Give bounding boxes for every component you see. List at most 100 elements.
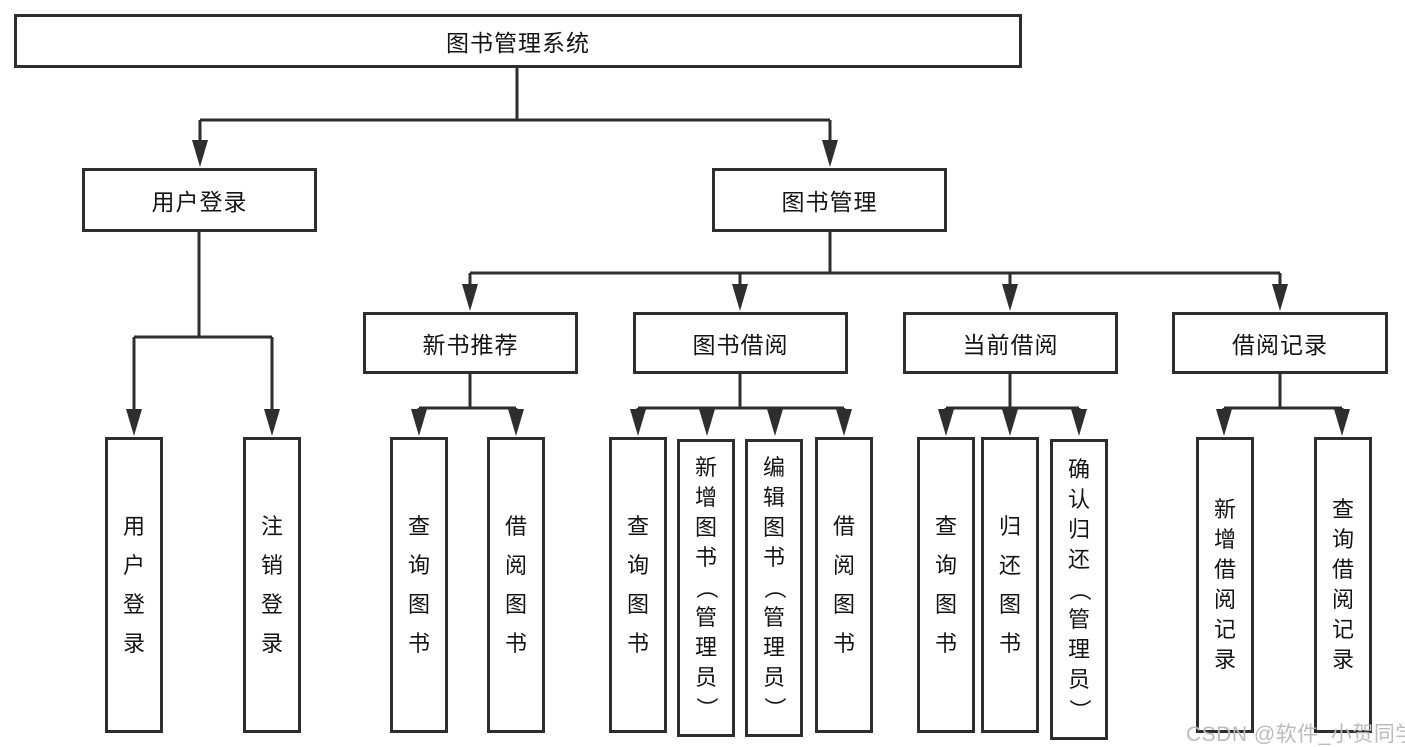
leaf-confirm-return-admin: 确认归还 （ 管理员 ）	[1050, 439, 1108, 740]
vertical-char: 归	[998, 513, 1021, 539]
leaf-add-borrow-record: 新增借阅记录	[1196, 437, 1254, 733]
csdn-watermark: CSDN @软件_小贺同学	[1186, 723, 1405, 746]
vertical-char: 录	[122, 630, 145, 656]
leaf-query-books-borrow: 查询图书	[609, 437, 667, 733]
vertical-char: 员	[1067, 666, 1090, 692]
vertical-char: 书	[762, 545, 785, 570]
vertical-char: 书	[934, 630, 957, 656]
vertical-char: 注	[260, 513, 283, 539]
vertical-char: 还	[998, 552, 1021, 578]
vertical-char: ）	[761, 696, 787, 720]
leaf-edit-books-admin: 编辑图书 （ 管理员 ）	[745, 439, 803, 737]
vertical-char: 借	[832, 513, 855, 539]
vertical-char: 增	[1213, 527, 1236, 552]
vertical-char: 查	[934, 513, 957, 539]
vertical-char: 录	[1213, 647, 1236, 672]
node-borrowing-records: 借阅记录	[1172, 312, 1388, 374]
vertical-char: 理	[694, 635, 717, 660]
vertical-char: 书	[407, 630, 430, 656]
vertical-char: 书	[504, 630, 527, 656]
vertical-char: 登	[260, 591, 283, 617]
vertical-char: 阅	[832, 552, 855, 578]
vertical-char: 查	[407, 513, 430, 539]
vertical-char: 书	[626, 630, 649, 656]
vertical-char: 员	[762, 665, 785, 690]
node-label: 新书推荐	[422, 332, 519, 358]
vertical-char: 管	[762, 605, 785, 630]
node-current-borrowing: 当前借阅	[903, 312, 1118, 374]
vertical-char: 阅	[1213, 587, 1236, 612]
leaf-query-borrow-record: 查询借阅记录	[1314, 437, 1372, 733]
vertical-char: 借	[1213, 557, 1236, 582]
vertical-char: 理	[1067, 636, 1090, 662]
vertical-char: 书	[832, 630, 855, 656]
vertical-char: 记	[1213, 617, 1236, 642]
vertical-char: 编	[762, 455, 785, 480]
node-book-borrowing: 图书借阅	[633, 312, 848, 374]
leaf-return-books: 归还图书	[981, 437, 1039, 733]
vertical-char: 借	[504, 513, 527, 539]
vertical-char: 图	[832, 591, 855, 617]
node-label: 图书管理系统	[446, 30, 590, 56]
vertical-char: 询	[1331, 527, 1354, 552]
vertical-char: ）	[1066, 698, 1092, 721]
vertical-char: 新	[694, 455, 717, 480]
vertical-char: 询	[407, 552, 430, 578]
vertical-char: 询	[934, 552, 957, 578]
vertical-char: 用	[122, 513, 145, 539]
node-library-management-system: 图书管理系统	[14, 14, 1022, 68]
vertical-char: 查	[626, 513, 649, 539]
leaf-borrow-books: 借阅图书	[815, 437, 873, 733]
vertical-char: 图	[694, 515, 717, 540]
vertical-char: 员	[694, 665, 717, 690]
vertical-char: 阅	[504, 552, 527, 578]
vertical-char: 销	[260, 552, 283, 578]
node-label: 用户登录	[151, 189, 248, 215]
vertical-char: 查	[1331, 497, 1354, 522]
vertical-char: （	[693, 576, 719, 600]
vertical-char: 书	[998, 630, 1021, 656]
vertical-char: 图	[762, 515, 785, 540]
leaf-query-books-current: 查询图书	[917, 437, 975, 733]
vertical-char: 图	[998, 591, 1021, 617]
leaf-user-login: 用户登录	[105, 437, 163, 733]
vertical-char: 新	[1213, 497, 1236, 522]
vertical-char: （	[1066, 578, 1092, 601]
vertical-char: 录	[1331, 647, 1354, 672]
vertical-char: 录	[260, 630, 283, 656]
vertical-char: 确	[1067, 456, 1090, 482]
node-user-login: 用户登录	[82, 168, 317, 232]
node-label: 当前借阅	[962, 332, 1059, 358]
vertical-char: 户	[122, 552, 145, 578]
node-label: 借阅记录	[1232, 332, 1328, 358]
vertical-char: 图	[504, 591, 527, 617]
node-label: 图书借阅	[692, 332, 789, 358]
vertical-char: 增	[694, 485, 717, 510]
vertical-char: 还	[1067, 546, 1090, 572]
node-new-book-recommendation: 新书推荐	[363, 312, 578, 374]
vertical-char: 归	[1067, 516, 1090, 542]
node-label: 图书管理	[781, 189, 878, 215]
vertical-char: 认	[1067, 486, 1090, 512]
vertical-char: 图	[934, 591, 957, 617]
vertical-char: 记	[1331, 617, 1354, 642]
vertical-char: 理	[762, 635, 785, 660]
vertical-char: （	[761, 576, 787, 600]
vertical-char: 借	[1331, 557, 1354, 582]
vertical-char: 图	[407, 591, 430, 617]
leaf-add-books-admin: 新增图书（管理员）	[677, 439, 735, 737]
vertical-char: 图	[626, 591, 649, 617]
vertical-char: 登	[122, 591, 145, 617]
leaf-logout: 注销登录	[243, 437, 301, 733]
vertical-char: 辑	[762, 485, 785, 510]
vertical-char: ）	[693, 696, 719, 720]
node-book-management: 图书管理	[712, 168, 947, 232]
vertical-char: 书	[694, 545, 717, 570]
vertical-char: 阅	[1331, 587, 1354, 612]
vertical-char: 询	[626, 552, 649, 578]
leaf-borrow-books-recommend: 借阅图书	[487, 437, 545, 733]
leaf-query-books-recommend: 查询图书	[390, 437, 448, 733]
vertical-char: 管	[1067, 606, 1090, 632]
